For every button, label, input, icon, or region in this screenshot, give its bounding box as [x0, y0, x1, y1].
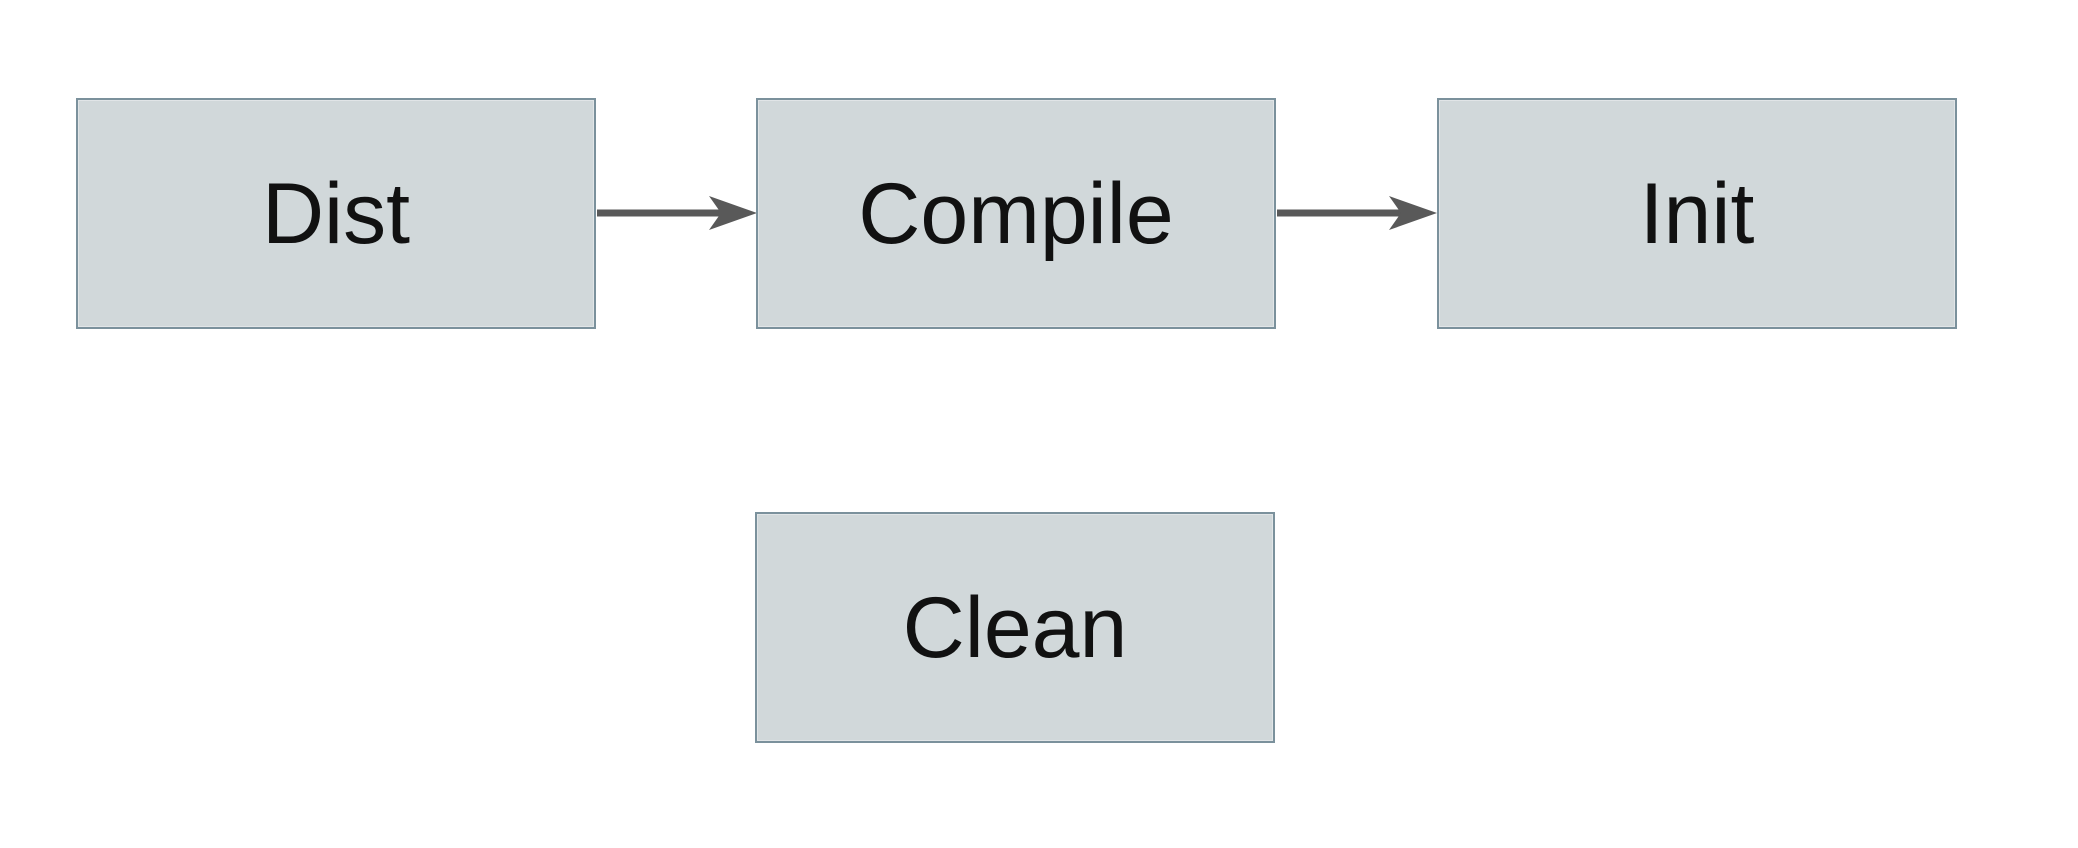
node-init[interactable]: Init	[1437, 98, 1957, 329]
node-init-label: Init	[1639, 165, 1755, 262]
node-dist[interactable]: Dist	[76, 98, 596, 329]
arrow-compile-to-init	[1277, 196, 1437, 230]
node-compile-label: Compile	[858, 165, 1174, 262]
node-clean[interactable]: Clean	[755, 512, 1275, 743]
node-clean-label: Clean	[902, 579, 1128, 676]
arrow-head-icon	[1389, 196, 1437, 230]
arrow-dist-to-compile	[597, 196, 757, 230]
node-dist-label: Dist	[261, 165, 411, 262]
node-compile[interactable]: Compile	[756, 98, 1276, 329]
arrow-head-icon	[709, 196, 757, 230]
